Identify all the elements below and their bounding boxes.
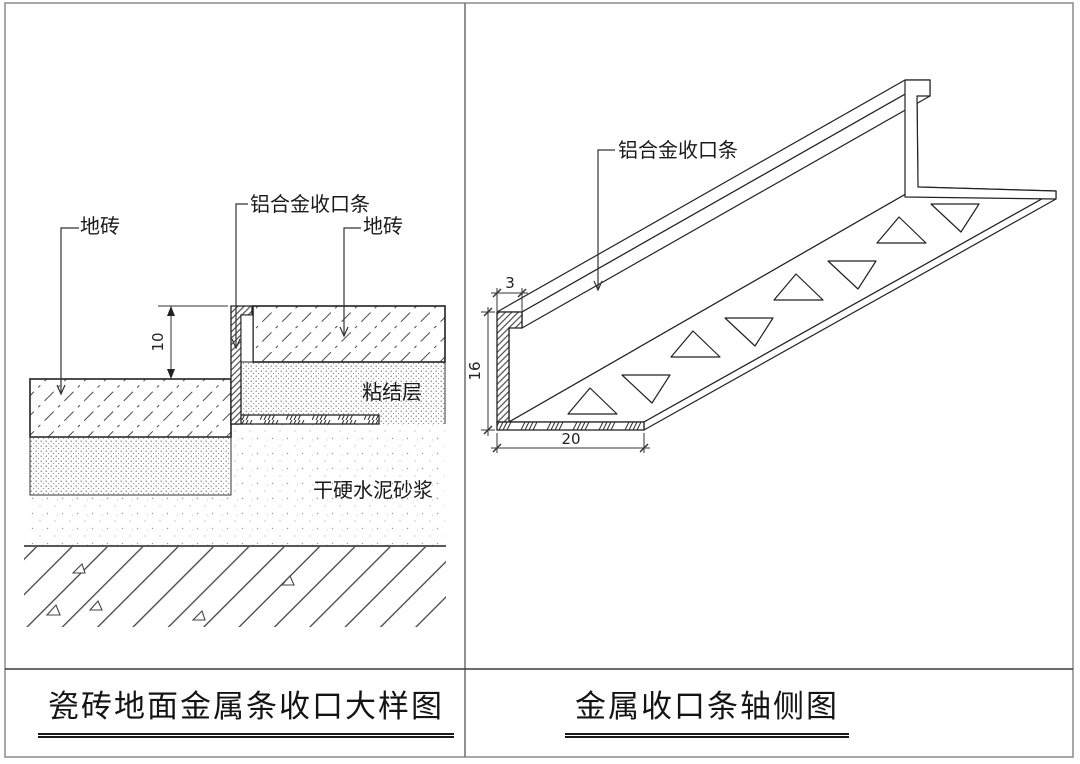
left-panel-title-text: 瓷砖地面金属条收口大样图	[38, 681, 454, 738]
left-detail-view: 10 地砖 铝合金收口条 地砖 粘结层 干硬水泥砂浆	[24, 193, 446, 627]
dimension-flange-width	[491, 433, 650, 453]
label-aluminum-trim: 铝合金收口条	[250, 193, 370, 216]
arrow-floor-tile-left	[56, 384, 66, 396]
label-aluminum-trim-axo: 铝合金收口条	[618, 139, 738, 162]
sheet-frame	[4, 2, 1074, 758]
dimension-lip-width	[491, 288, 528, 311]
arrow-floor-tile-right	[339, 326, 349, 338]
floor-tile-upper	[252, 305, 446, 363]
label-floor-tile-left: 地砖	[80, 215, 120, 238]
mortar-bed-area	[28, 424, 445, 546]
trim-joint-gap	[240, 314, 254, 363]
trim-extruded-faces	[496, 79, 1057, 431]
bonding-layer-lower	[29, 436, 232, 496]
label-floor-tile-right: 地砖	[363, 215, 403, 238]
trim-front-section	[496, 311, 645, 431]
dim-flange-width-value: 20	[561, 430, 580, 448]
leader-aluminum-trim-axo	[593, 149, 615, 292]
leader-floor-tile-right	[343, 227, 361, 336]
slab-hatch-area	[24, 547, 446, 627]
dimension-profile-height	[481, 307, 495, 436]
concrete-aggregate-symbols	[45, 562, 295, 621]
flange-triangle-cutouts	[567, 203, 980, 415]
leader-lines	[56, 203, 361, 396]
dim-step-height-value: 10	[149, 332, 167, 351]
right-panel-title: 金属收口条轴侧图	[487, 681, 927, 738]
left-panel-title: 瓷砖地面金属条收口大样图	[26, 681, 466, 738]
arrow-aluminum-trim-axo	[593, 280, 603, 292]
arrow-aluminum-trim	[231, 338, 241, 350]
label-dry-mortar: 干硬水泥砂浆	[313, 479, 433, 502]
dimension-step-height: 10	[149, 305, 228, 379]
floor-tile-lower	[29, 378, 232, 438]
bonding-layer-upper	[241, 362, 445, 424]
dim-lip-width-value: 3	[505, 274, 515, 292]
leader-floor-tile-left	[60, 227, 79, 394]
right-axonometric-view: 铝合金收口条 3 16 20	[466, 79, 1057, 453]
dim-profile-height-value: 16	[466, 361, 484, 380]
leader-aluminum-trim	[235, 203, 248, 348]
label-bonding-layer: 粘结层	[362, 381, 422, 404]
trim-end-cap	[904, 79, 1057, 200]
right-panel-title-text: 金属收口条轴侧图	[565, 681, 849, 738]
